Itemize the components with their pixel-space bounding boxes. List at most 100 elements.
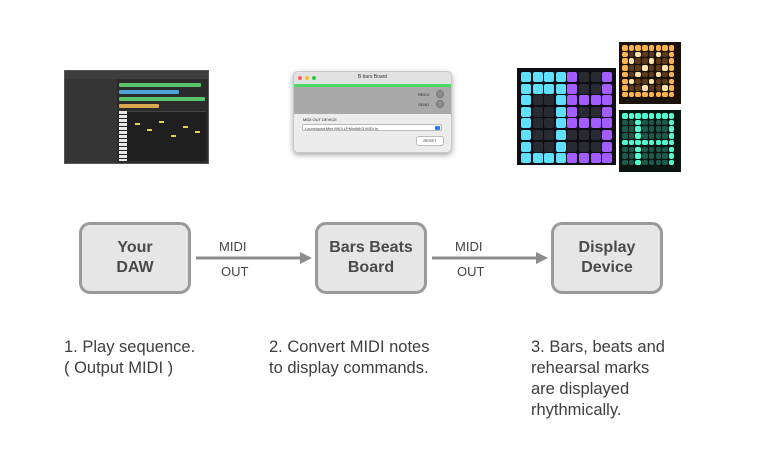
daw-toolbar	[65, 71, 208, 79]
window-title: B bars Board	[357, 74, 388, 80]
launchpad-pad	[590, 130, 601, 140]
zoom-icon[interactable]	[312, 76, 316, 80]
launchpad-pad	[628, 58, 635, 64]
launchpad-pad	[579, 118, 589, 129]
launchpad-pad	[655, 113, 661, 119]
launchpad-pad	[579, 83, 589, 94]
launchpad-pad	[602, 83, 613, 94]
launchpad-pad	[635, 153, 641, 159]
daw-note	[171, 135, 176, 137]
launchpad-pad	[628, 113, 635, 119]
daw-note	[135, 123, 140, 125]
launchpad-pad	[555, 153, 566, 164]
launchpad-pad	[532, 95, 543, 106]
launchpad-pad	[635, 146, 641, 152]
launchpad-pad	[628, 85, 635, 91]
launchpad-pad	[532, 141, 543, 152]
launchpad-pad	[555, 83, 566, 94]
close-icon[interactable]	[298, 76, 302, 80]
launchpad-pad	[635, 133, 641, 139]
launchpad-pad	[622, 119, 628, 126]
launchpad-pad	[628, 153, 635, 159]
launchpad-pad	[642, 85, 648, 91]
edge-2-label-top: MIDI	[455, 239, 483, 254]
bars-board-app-window: B bars Board RECV. SEND MIDI OUT DEVICE …	[293, 71, 452, 153]
launchpad-pad	[590, 83, 601, 94]
launchpad-pad	[655, 58, 661, 64]
launchpad-pad	[628, 71, 635, 78]
edge-1-label-bottom: OUT	[221, 264, 249, 279]
launchpad-pad	[622, 65, 628, 71]
minimize-icon[interactable]	[305, 76, 309, 80]
daw-piano-keys	[119, 111, 127, 161]
launchpad-pad	[579, 141, 589, 152]
daw-region	[119, 104, 159, 108]
launchpad-pad	[655, 71, 661, 78]
launchpad-pad	[590, 106, 601, 117]
launchpad-pad	[567, 130, 578, 140]
launchpad-pad	[532, 118, 543, 129]
launchpad-pad	[668, 113, 675, 119]
launchpad-pad	[655, 133, 661, 139]
launchpad-pad	[668, 153, 675, 159]
launchpad-pad	[648, 153, 655, 159]
launchpad-pad	[579, 106, 589, 117]
launchpad-pad	[655, 51, 661, 58]
daw-region	[119, 97, 205, 101]
launchpad-pad	[662, 58, 668, 64]
launchpad-pad	[662, 85, 668, 91]
launchpad-photo-orange	[619, 42, 681, 104]
launchpad-pad	[544, 106, 555, 117]
launchpad-pad	[662, 133, 668, 139]
launchpad-pad	[642, 58, 648, 64]
launchpad-pad	[567, 83, 578, 94]
daw-inspector	[65, 79, 117, 163]
launchpad-pad	[628, 119, 635, 126]
launchpad-pad	[579, 130, 589, 140]
launchpad-pad	[642, 45, 648, 51]
launchpad-pad	[668, 91, 675, 98]
arrow-head-1	[300, 252, 312, 264]
node-display-device: Display Device	[551, 222, 663, 294]
launchpad-pad	[635, 126, 641, 132]
node-your-daw: Your DAW	[79, 222, 191, 294]
launchpad-pad	[648, 139, 655, 146]
launchpad-pad	[628, 78, 635, 84]
launchpad-pad	[579, 72, 589, 82]
reset-button[interactable]: RESET	[416, 136, 444, 146]
launchpad-pad	[642, 139, 648, 146]
window-titlebar	[294, 72, 451, 84]
launchpad-pad	[590, 141, 601, 152]
launchpad-pad	[662, 146, 668, 152]
launchpad-pad	[544, 153, 555, 164]
launchpad-pad	[655, 85, 661, 91]
launchpad-pad	[635, 51, 641, 58]
daw-note	[183, 126, 188, 128]
launchpad-pad	[668, 119, 675, 126]
daw-note	[159, 121, 164, 123]
launchpad-pad	[655, 91, 661, 98]
launchpad-pad	[642, 146, 648, 152]
launchpad-pad	[655, 78, 661, 84]
launchpad-pad	[668, 146, 675, 152]
step-1-text: 1. Play sequence. ( Output MIDI )	[64, 338, 196, 377]
launchpad-pad	[622, 139, 628, 146]
midi-out-device-select[interactable]: Launchpad Mini MK3 LPMiniMK3 MIDI In	[302, 124, 442, 131]
launchpad-pad	[642, 51, 648, 58]
daw-note	[195, 131, 200, 133]
launchpad-pad	[668, 65, 675, 71]
arrow-head-2	[536, 252, 548, 264]
launchpad-pad	[635, 71, 641, 78]
launchpad-pad	[642, 153, 648, 159]
launchpad-pad	[567, 118, 578, 129]
launchpad-pad	[655, 153, 661, 159]
launchpad-pad	[521, 130, 531, 140]
launchpad-pad	[662, 51, 668, 58]
launchpad-pad	[555, 72, 566, 82]
launchpad-pad	[590, 118, 601, 129]
daw-region	[119, 83, 201, 87]
launchpad-pad	[555, 95, 566, 106]
launchpad-pad	[602, 130, 613, 140]
daw-screenshot	[64, 70, 209, 164]
launchpad-pad	[655, 146, 661, 152]
